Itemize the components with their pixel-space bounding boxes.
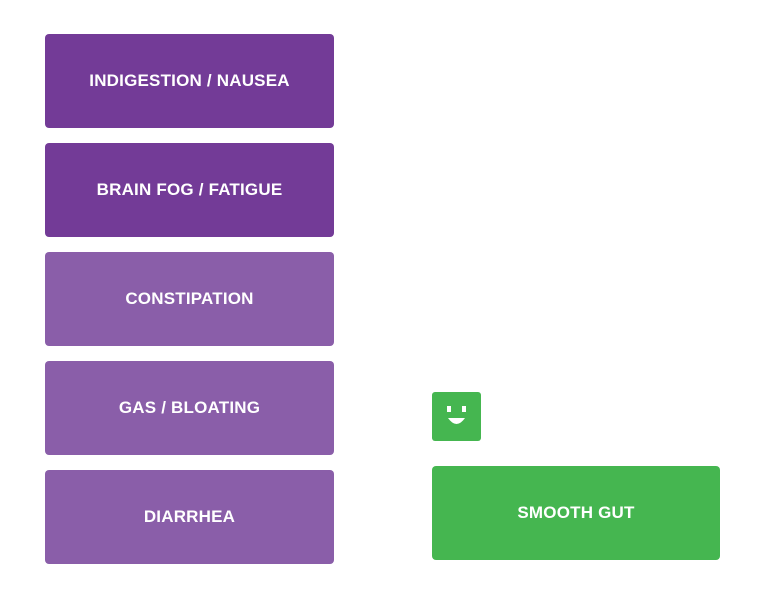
smooth-gut-box[interactable]: SMOOTH GUT xyxy=(432,466,720,560)
symptom-label: BRAIN FOG / FATIGUE xyxy=(96,180,283,199)
symptom-constipation[interactable]: CONSTIPATION xyxy=(45,252,334,346)
symptom-diarrhea[interactable]: DIARRHEA xyxy=(45,470,334,564)
symptom-label: CONSTIPATION xyxy=(125,289,254,308)
smiley-face-icon xyxy=(432,392,481,441)
symptom-label: DIARRHEA xyxy=(143,507,236,526)
symptom-label: GAS / BLOATING xyxy=(118,398,261,417)
symptom-indigestion-nausea[interactable]: INDIGESTION / NAUSEA xyxy=(45,34,334,128)
symptom-label: INDIGESTION / NAUSEA xyxy=(89,71,290,90)
symptom-brain-fog-fatigue[interactable]: BRAIN FOG / FATIGUE xyxy=(45,143,334,237)
symptom-gas-bloating[interactable]: GAS / BLOATING xyxy=(45,361,334,455)
result-label: SMOOTH GUT xyxy=(517,503,635,522)
